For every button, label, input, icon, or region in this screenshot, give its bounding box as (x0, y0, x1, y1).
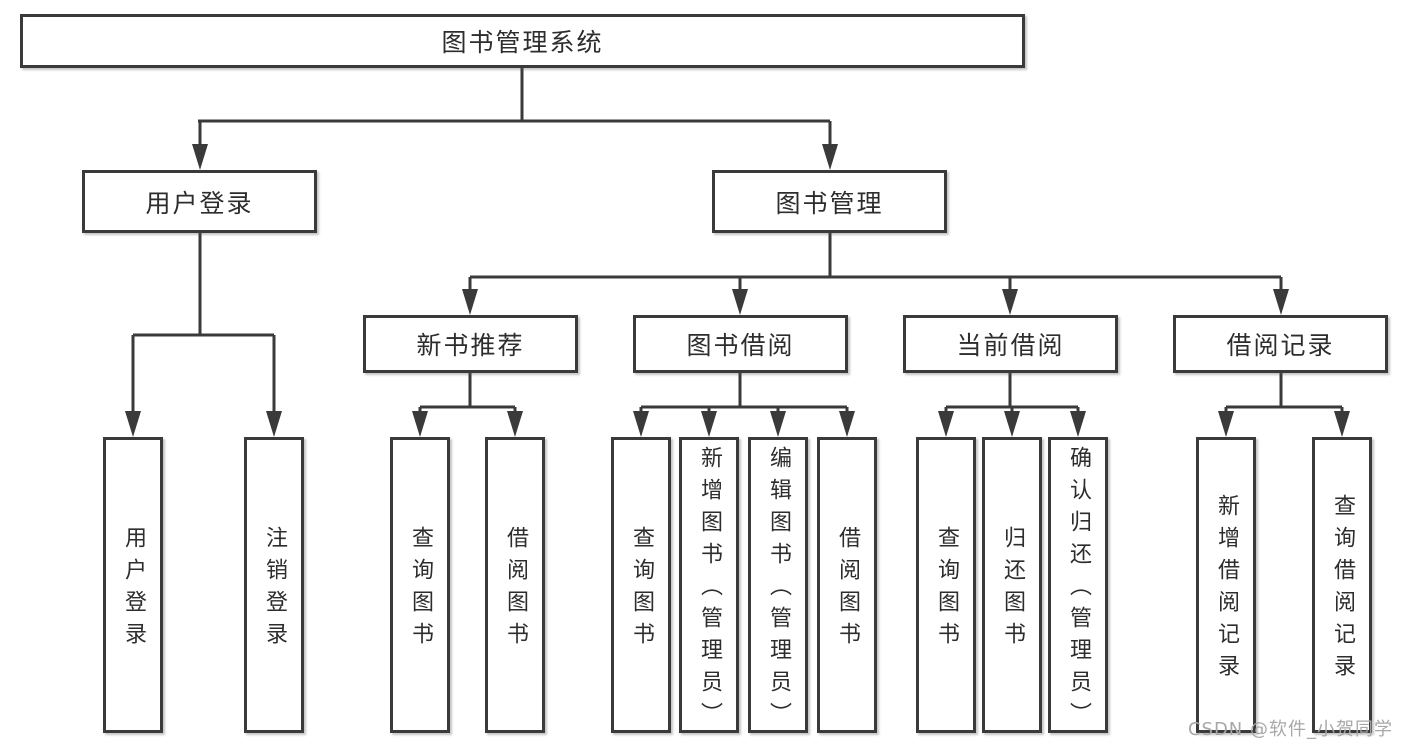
node-root-system: 图书管理系统 (20, 14, 1025, 68)
node-book-borrow: 图书借阅 (633, 315, 848, 373)
connector-current (944, 373, 1080, 413)
node-user-login: 用户登录 (82, 170, 317, 233)
arrowhead (1070, 411, 1086, 437)
leaf-label: 新增借阅记录 (1214, 494, 1239, 686)
leaf-query-book-3: 查询图书 (916, 437, 976, 733)
arrowhead (633, 411, 649, 437)
leaf-label: 查询借阅记录 (1330, 494, 1355, 686)
leaf-return-book: 归还图书 (982, 437, 1042, 733)
arrowhead (1334, 411, 1350, 437)
leaf-label: 借阅图书 (503, 526, 528, 654)
leaf-borrow-book-2: 借阅图书 (817, 437, 877, 733)
leaf-label: 用户登录 (121, 526, 146, 654)
arrowhead (412, 411, 428, 437)
arrowhead (266, 411, 282, 437)
arrowhead (1002, 289, 1018, 315)
leaf-logout: 注销登录 (244, 437, 304, 733)
leaf-label: 查询图书 (629, 526, 654, 654)
leaf-edit-book-admin: 编辑图书（管理员） (748, 437, 808, 734)
leaf-confirm-return-admin: 确认归还（管理员） (1048, 437, 1108, 734)
arrowhead (1218, 411, 1234, 437)
leaf-label: 借阅图书 (835, 526, 860, 654)
node-new-book-recommend: 新书推荐 (363, 315, 578, 373)
leaf-query-book-2: 查询图书 (611, 437, 671, 733)
leaf-add-book-admin: 新增图书（管理员） (679, 437, 739, 734)
arrowhead (125, 411, 141, 437)
connector-borrow (639, 373, 849, 413)
arrowhead (938, 411, 954, 437)
leaf-label: 查询图书 (934, 526, 959, 654)
leaf-label: 确认归还（管理员） (1066, 446, 1091, 734)
leaf-borrow-book-1: 借阅图书 (485, 437, 545, 733)
leaf-label: 归还图书 (1000, 526, 1025, 654)
leaf-query-book-1: 查询图书 (390, 437, 450, 733)
leaf-user-login: 用户登录 (103, 437, 163, 733)
leaf-add-borrow-record: 新增借阅记录 (1196, 437, 1256, 733)
arrowhead (839, 411, 855, 437)
arrowhead (701, 411, 717, 437)
leaf-query-borrow-record: 查询借阅记录 (1312, 437, 1372, 733)
leaf-label: 查询图书 (408, 526, 433, 654)
arrowhead (462, 289, 478, 315)
node-borrow-records: 借阅记录 (1173, 315, 1388, 373)
connector-user-login (131, 233, 276, 413)
csdn-watermark: CSDN @软件_小贺同学 (1187, 719, 1393, 740)
arrowhead (507, 411, 523, 437)
arrowhead (732, 289, 748, 315)
arrowhead (770, 411, 786, 437)
node-current-borrow: 当前借阅 (903, 315, 1118, 373)
leaf-label: 新增图书（管理员） (697, 446, 722, 734)
connector-book-management (468, 233, 1283, 291)
node-book-management: 图书管理 (712, 170, 947, 233)
arrowhead (1273, 289, 1289, 315)
connector-new-book (418, 373, 517, 413)
arrowhead (1004, 411, 1020, 437)
leaf-label: 编辑图书（管理员） (766, 446, 791, 734)
leaf-label: 注销登录 (262, 526, 287, 654)
arrowhead (192, 144, 208, 170)
arrowhead (822, 144, 838, 170)
connector-root (198, 68, 832, 146)
connector-records (1224, 373, 1344, 413)
